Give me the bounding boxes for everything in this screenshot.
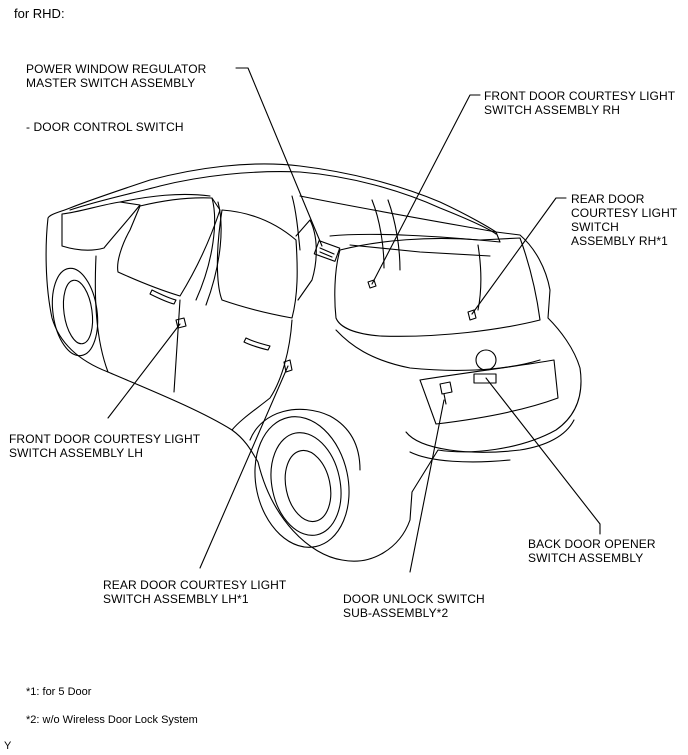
car-body-outline (45, 163, 582, 562)
roof-line (69, 171, 497, 235)
diagram-title: for RHD: (14, 6, 65, 21)
rear-bumper (405, 419, 575, 453)
back-door-opener-body (473, 373, 497, 384)
rear-door-courtesy-lh-label: REAR DOOR COURTESY LIGHT SWITCH ASSEMBLY… (103, 578, 286, 606)
front-door-courtesy-rh-line1: FRONT DOOR COURTESY LIGHT (484, 89, 676, 103)
rear-emblem (475, 349, 497, 371)
leader-front-rh (371, 94, 481, 285)
leader-front-lh (107, 323, 181, 419)
interior-seat (291, 195, 301, 251)
rear-spoiler (299, 195, 501, 243)
front-door-window (117, 197, 221, 297)
rear-door-window (216, 209, 298, 319)
back-door-opener-label: BACK DOOR OPENER SWITCH ASSEMBLY (528, 537, 656, 565)
rear-door-courtesy-rh-line3: SWITCH (571, 220, 619, 234)
rear-door-edge (231, 319, 293, 431)
door-unlock-switch-line2: SUB-ASSEMBLY*2 (343, 606, 449, 620)
leader-rear-rh (471, 197, 567, 315)
rear-wheel-outer (254, 416, 350, 548)
footnote-2: *2: w/o Wireless Door Lock System (26, 714, 198, 726)
front-door-courtesy-rh-label: FRONT DOOR COURTESY LIGHT SWITCH ASSEMBL… (484, 89, 675, 117)
windshield (61, 201, 141, 251)
front-door-courtesy-lh-label: FRONT DOOR COURTESY LIGHT SWITCH ASSEMBL… (9, 432, 200, 460)
front-door-courtesy-rh-line2: SWITCH ASSEMBLY RH (484, 103, 621, 117)
license-plate-area (419, 359, 559, 425)
leader-rear-lh (199, 365, 289, 569)
door-unlock-body (439, 381, 453, 395)
rear-door-line (173, 299, 181, 393)
door-control-switch-label: - DOOR CONTROL SWITCH (26, 120, 184, 134)
leader-door-unlock (409, 399, 445, 573)
pw-master-switch-label-line1: POWER WINDOW REGULATOR (26, 62, 207, 76)
rear-door-courtesy-lh-line1: REAR DOOR COURTESY LIGHT (103, 578, 287, 592)
front-door-handle (149, 289, 177, 305)
pw-master-switch-label-line2: MASTER SWITCH ASSEMBLY (26, 76, 196, 90)
back-door-opener-line1: BACK DOOR OPENER (528, 537, 656, 551)
rear-door-courtesy-rh-line4: ASSEMBLY RH*1 (571, 234, 668, 248)
back-door-window (334, 237, 541, 337)
back-door-opener-line2: SWITCH ASSEMBLY (528, 551, 644, 565)
front-door-courtesy-lh-line2: SWITCH ASSEMBLY LH (9, 446, 144, 460)
master-switch-body (313, 240, 341, 262)
front-wheel (51, 267, 99, 357)
b-pillar (195, 197, 216, 301)
rear-rh-switch-body (467, 309, 477, 321)
a-pillar (119, 193, 211, 203)
leader-pw-master (235, 67, 323, 247)
rear-door-handle (243, 337, 271, 351)
leader-back-door (485, 377, 601, 535)
illustration-code: Y (4, 740, 12, 752)
rear-door-courtesy-lh-line2: SWITCH ASSEMBLY LH*1 (103, 592, 249, 606)
front-door-courtesy-lh-line1: FRONT DOOR COURTESY LIGHT (9, 432, 201, 446)
door-unlock-switch-label: DOOR UNLOCK SWITCH SUB-ASSEMBLY*2 (343, 592, 485, 620)
footnote-1: *1: for 5 Door (26, 686, 92, 698)
front-rh-switch-body (367, 279, 377, 289)
front-lh-switch-body (175, 317, 187, 329)
rear-lh-switch-body (283, 359, 293, 373)
rear-quarter-window (295, 219, 317, 301)
rear-door-courtesy-rh-label: REAR DOOR COURTESY LIGHT SWITCH ASSEMBLY… (571, 192, 677, 248)
back-door-panel (335, 329, 541, 371)
rear-wheel (270, 432, 342, 536)
front-door-line (94, 255, 109, 373)
rear-door-courtesy-rh-line2: COURTESY LIGHT (571, 206, 678, 220)
door-unlock-switch-line1: DOOR UNLOCK SWITCH (343, 592, 485, 606)
pw-master-switch-label: POWER WINDOW REGULATOR MASTER SWITCH ASS… (26, 62, 206, 90)
rear-wheel-arch (249, 408, 361, 471)
rear-door-courtesy-rh-line1: REAR DOOR (571, 192, 645, 206)
